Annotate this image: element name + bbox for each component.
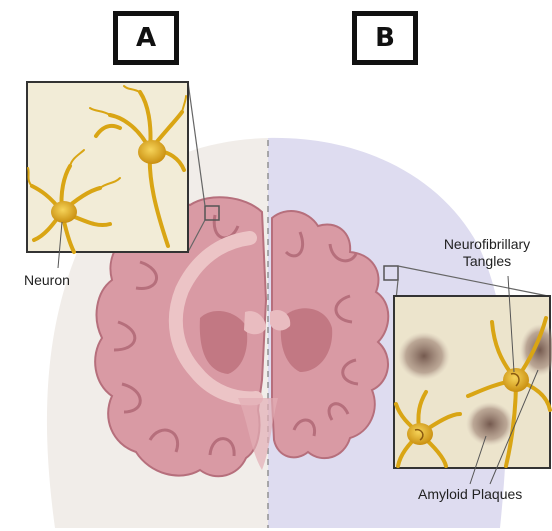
healthy-neuron-inset (27, 82, 188, 268)
panel-label-a: A (113, 11, 179, 65)
tangles-label-line2: Tangles (428, 253, 546, 270)
blank-label-box (204, 84, 326, 132)
diseased-neuron-inset (394, 276, 552, 484)
neurofibrillary-tangles-label: Neurofibrillary Tangles (428, 236, 546, 270)
tangles-label-line1: Neurofibrillary (428, 236, 546, 253)
panel-label-b: B (352, 11, 418, 65)
neuron-label: Neuron (24, 272, 70, 289)
amyloid-plaques-label: Amyloid Plaques (418, 486, 522, 503)
amyloid-plaque (466, 402, 514, 446)
amyloid-plaque (398, 332, 450, 380)
